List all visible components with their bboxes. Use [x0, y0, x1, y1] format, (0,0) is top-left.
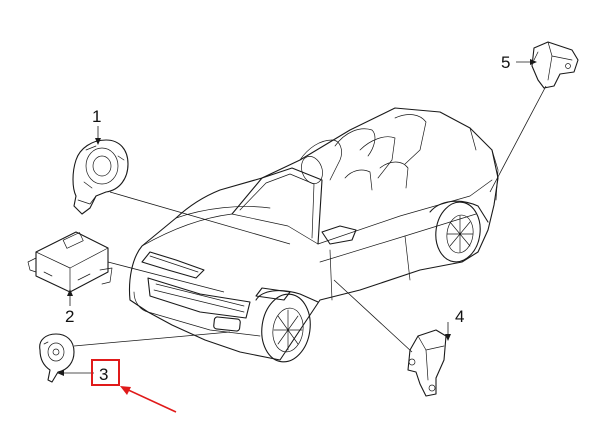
part-rear-sensor	[531, 41, 579, 89]
part-clockspring	[72, 139, 129, 215]
leader-line-1	[109, 191, 291, 245]
leader-line-4	[333, 279, 413, 353]
leader-line-3	[73, 331, 231, 347]
vehicle-illustration	[128, 107, 499, 363]
callout-label-2: 2	[65, 307, 74, 326]
highlight-box	[91, 359, 120, 386]
callout-arrows	[57, 59, 537, 376]
part-side-impact-sensor	[407, 329, 447, 397]
red-pointer-arrow	[120, 386, 177, 413]
leader-line-5	[489, 85, 547, 193]
part-airbag-control-module	[27, 231, 113, 293]
callout-label-3: 3	[99, 365, 108, 384]
callout-label-4: 4	[455, 307, 464, 326]
leader-line-2	[107, 261, 225, 293]
leader-lines	[73, 85, 547, 353]
callout-label-1: 1	[92, 107, 101, 126]
part-impact-sensor-front	[39, 333, 75, 383]
callout-label-5: 5	[501, 53, 510, 72]
